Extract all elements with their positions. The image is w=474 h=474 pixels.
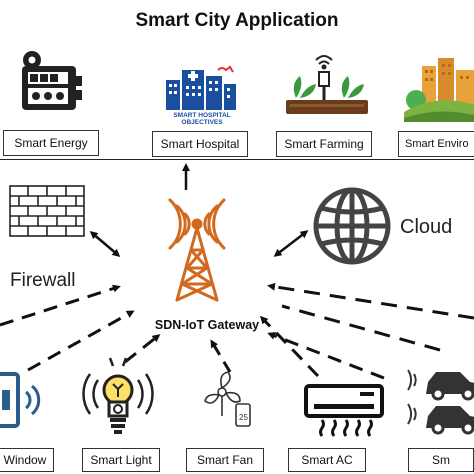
application-frame [0,0,474,160]
dashed-link-right-3 [267,332,385,380]
dashed-link-ac [259,315,320,378]
device-label-smart-ac: Smart AC [288,448,366,472]
dashed-link-left-2 [27,310,135,372]
dashed-link-right-2 [281,304,441,352]
device-label-cars: Sm [408,448,474,472]
dashed-link-fan [210,339,232,373]
app-label-smart-enviro: Smart Enviro [398,131,474,157]
device-label-smart-fan: Smart Fan [186,448,264,472]
app-label-smart-farming: Smart Farming [276,131,372,157]
firewall-label: Firewall [10,270,76,291]
app-label-smart-hospital: Smart Hospital [152,131,248,157]
dashed-link-right-1 [267,282,474,320]
cloud-gateway-arrow [273,230,309,257]
app-label-smart-energy: Smart Energy [3,130,99,156]
diagram-title: Smart City Application [135,10,339,31]
gateway-label: SDN-IoT Gateway [154,318,260,332]
svg-text:25: 25 [239,413,248,422]
hospital-badge-text: SMART HOSPITAL OBJECTIVES [173,112,231,126]
device-label-window: Window [0,448,54,472]
dashed-link-left-1 [0,284,121,327]
cloud-label: Cloud [400,216,453,238]
device-label-smart-light: Smart Light [82,448,160,472]
firewall-gateway-arrow [89,231,121,257]
dashed-link-light [124,334,161,364]
